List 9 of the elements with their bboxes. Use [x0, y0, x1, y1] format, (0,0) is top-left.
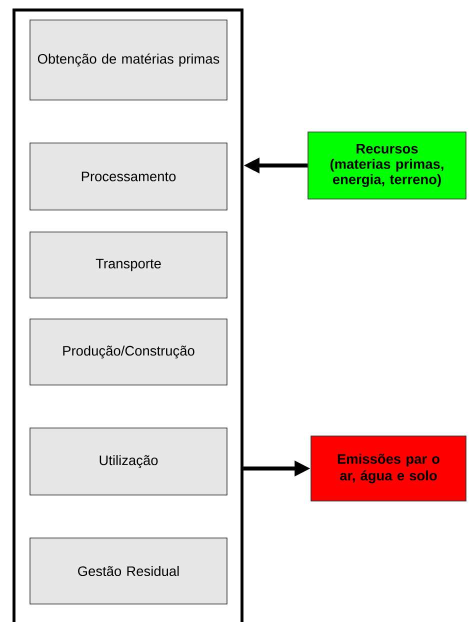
- step-box: Processamento: [30, 142, 228, 210]
- step-box: Transporte: [30, 232, 228, 298]
- step-box: Gestão Residual: [30, 538, 228, 604]
- step-box: Obtenção de matérias primas: [30, 20, 228, 100]
- step-box: Utilização: [30, 428, 228, 496]
- output-box: Emissões par o ar, água e solo: [310, 436, 466, 502]
- frame-box: [12, 8, 244, 622]
- step-box: Produção/Construção: [30, 318, 228, 386]
- input-box: Recursos (materias primas, energia, terreno): [308, 132, 466, 200]
